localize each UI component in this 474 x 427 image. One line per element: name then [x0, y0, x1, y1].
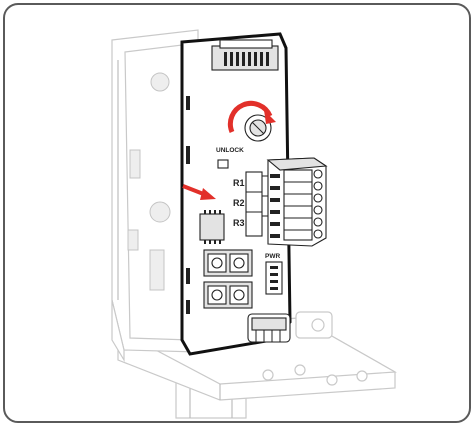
power-label: PWR — [265, 253, 280, 260]
controller-chassis — [111, 29, 333, 363]
arrow-right-icon — [182, 184, 216, 200]
power-header — [265, 261, 283, 295]
top-connector-header — [211, 39, 279, 71]
lower-connector-bottom — [203, 281, 253, 309]
curved-arrow-icon — [227, 100, 276, 133]
relay-2-label: R2 — [233, 198, 245, 208]
terminal-block-relays — [266, 157, 328, 247]
chip — [199, 210, 225, 244]
relay-3-label: R3 — [233, 218, 245, 228]
relay-block — [245, 171, 268, 237]
unlock-label: UNLOCK — [216, 147, 244, 154]
relay-1-label: R1 — [233, 178, 245, 188]
unlock-screw — [244, 114, 272, 142]
lower-connector-top — [203, 249, 253, 277]
bottom-connector — [247, 313, 291, 343]
small-component — [217, 159, 229, 169]
